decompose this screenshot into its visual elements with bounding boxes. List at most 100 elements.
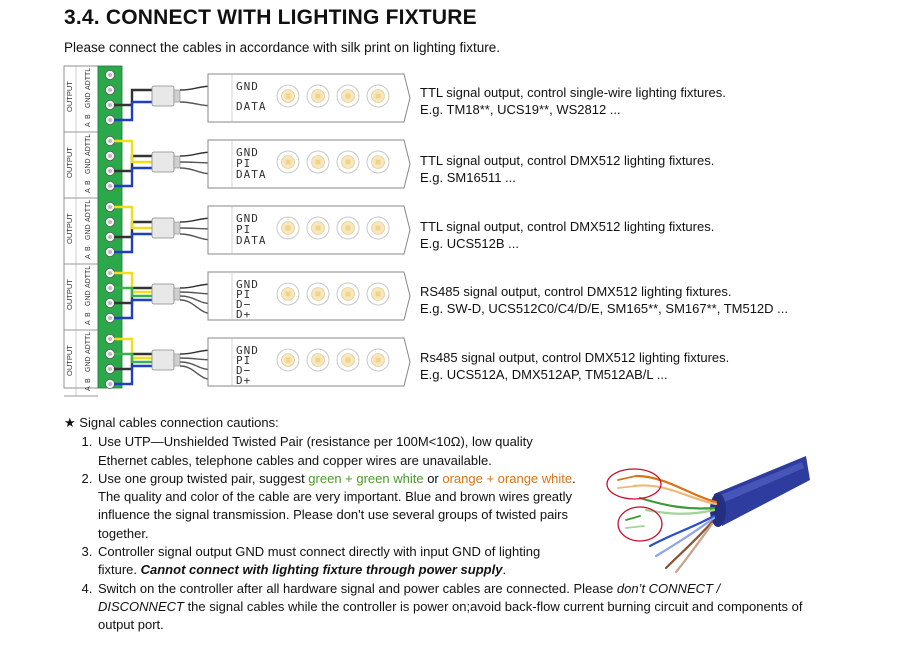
caution-2-text-b: or — [423, 470, 443, 486]
terminal-pin-label: ADTTL — [85, 68, 92, 90]
highlight-circle-orange-pair — [606, 468, 662, 500]
caution-4-emphasis: don’t CONNECT / DISCONNECT — [98, 580, 721, 614]
terminal-screw-hole — [108, 337, 112, 341]
terminal-screw-hole — [108, 220, 112, 224]
fixture-connector-plug — [151, 283, 175, 305]
fixture-1-line1: TTL signal output, control single-wire l… — [420, 85, 726, 100]
fixture-connector-plug — [151, 217, 175, 239]
caution-3-emphasis: Cannot connect with lighting fixture thr… — [140, 562, 503, 578]
caution-1-text: Use UTP—Unshielded Twisted Pair (resista… — [98, 434, 533, 468]
led-chip-core — [375, 159, 381, 165]
led-chip-core — [315, 291, 321, 297]
cable-jacket-highlight — [718, 462, 804, 504]
caution-2-text-a: Use one group twisted pair, suggest — [98, 470, 309, 486]
caution-item-1: Use UTP—Unshielded Twisted Pair (resista… — [96, 433, 578, 470]
fixture-description-5: Rs485 signal output, control DMX512 ligh… — [420, 349, 729, 383]
terminal-pin-label: ADTTL — [85, 266, 92, 288]
signal-wire — [114, 88, 152, 107]
led-chip-core — [375, 225, 381, 231]
signal-wire — [114, 352, 152, 364]
terminal-pin-label: ADTTL — [85, 200, 92, 222]
led-chip-core — [285, 357, 291, 363]
led-strip-pin-label: DATA — [236, 100, 267, 113]
terminal-screw-hole — [108, 73, 112, 77]
caution-4-text-a: Switch on the controller after all hardw… — [98, 580, 617, 596]
terminal-screw-hole — [108, 382, 112, 386]
fixture-1-line2: E.g. TM18**, UCS19**, WS2812 ... — [420, 102, 621, 117]
terminal-screw-hole — [108, 271, 112, 275]
led-strip-pin-label: GND — [236, 80, 259, 93]
led-chip-core — [345, 357, 351, 363]
star-icon: ★ — [64, 415, 76, 430]
terminal-pin-label: B — [85, 246, 92, 251]
signal-wire — [114, 166, 152, 188]
led-strip-pin-label: PI — [236, 223, 251, 236]
fixture-3-line2: E.g. UCS512B ... — [420, 236, 519, 251]
cautions-list: Use UTP—Unshielded Twisted Pair (resista… — [64, 433, 804, 634]
terminal-pin-label: GND — [85, 224, 92, 240]
signal-wire — [114, 337, 152, 360]
terminal-output-label: OUTPUT — [65, 147, 74, 178]
fixture-2-line2: E.g. SM16511 ... — [420, 170, 516, 185]
caution-3-text-c: . — [502, 562, 507, 578]
led-chip-core — [375, 291, 381, 297]
cautions-section: ★ Signal cables connection cautions: Use… — [64, 414, 804, 635]
terminal-output-label: OUTPUT — [65, 345, 74, 376]
cautions-heading-text: Signal cables connection cautions: — [79, 415, 279, 430]
caution-item-2: Use one group twisted pair, suggest gree… — [96, 470, 578, 543]
utp-cable-illustration — [606, 456, 810, 574]
led-chip-core — [375, 93, 381, 99]
terminal-screw-hole — [108, 88, 112, 92]
fixture-connector-tab — [173, 89, 181, 103]
led-strip-pin-label: GND — [236, 344, 259, 357]
caution-item-4: Switch on the controller after all hardw… — [96, 580, 804, 635]
signal-wire — [114, 286, 152, 298]
led-chip-core — [345, 93, 351, 99]
led-strip-pin-label: DATA — [236, 234, 267, 247]
terminal-pin-label: A — [85, 188, 92, 193]
led-chip-core — [315, 225, 321, 231]
signal-wire — [114, 271, 152, 294]
terminal-pin-label: GND — [85, 92, 92, 108]
terminal-output-label: OUTPUT — [65, 213, 74, 244]
led-strip-pin-label: D+ — [236, 308, 251, 321]
signal-wire — [114, 139, 152, 164]
twisted-pairs — [632, 474, 718, 574]
signal-wire — [114, 220, 152, 239]
signal-wire — [114, 364, 152, 386]
led-strip-pin-label: PI — [236, 288, 251, 301]
led-chip-core — [315, 93, 321, 99]
led-chip-core — [345, 159, 351, 165]
led-strip-pin-label: D− — [236, 364, 251, 377]
fixture-connector-tab — [173, 287, 181, 301]
led-strip-pin-label: D+ — [236, 374, 251, 387]
terminal-output-label: OUTPUT — [65, 279, 74, 310]
led-strip-pin-label: DATA — [236, 168, 267, 181]
terminal-pin-label: GND — [85, 356, 92, 372]
highlight-wire-ends — [617, 475, 645, 529]
cautions-heading: ★ Signal cables connection cautions: — [64, 414, 804, 432]
page-title: 3.4. CONNECT WITH LIGHTING FIXTURE — [64, 6, 477, 29]
fixture-connector-plug — [151, 151, 175, 173]
caution-3-text-a: Controller signal output GND must connec… — [98, 544, 541, 578]
fixture-2-line1: TTL signal output, control DMX512 lighti… — [420, 153, 715, 168]
terminal-pin-label: GND — [85, 290, 92, 306]
signal-wire — [114, 154, 152, 173]
led-chip-core — [315, 357, 321, 363]
terminal-pin-label: ADTTL — [85, 134, 92, 156]
signal-wire — [114, 205, 152, 230]
led-strip-pin-label: D− — [236, 298, 251, 311]
wiring-diagram: OUTPUTABGNDADTTLOUTPUTABGNDADTTLOUTPUTAB… — [63, 65, 411, 397]
fixture-3-line1: TTL signal output, control DMX512 lighti… — [420, 219, 715, 234]
led-strip-pin-label: PI — [236, 354, 251, 367]
terminal-pin-label: B — [85, 378, 92, 383]
led-chip-core — [345, 291, 351, 297]
signal-wire — [114, 100, 152, 122]
intro-text: Please connect the cables in accordance … — [64, 40, 500, 55]
terminal-pin-label: GND — [85, 158, 92, 174]
fixture-connector-plug — [151, 85, 175, 107]
terminal-pin-label: B — [85, 180, 92, 185]
fixture-4-line1: RS485 signal output, control DMX512 ligh… — [420, 284, 732, 299]
caution-item-3: Controller signal output GND must connec… — [96, 543, 578, 580]
signal-wire — [114, 232, 152, 254]
